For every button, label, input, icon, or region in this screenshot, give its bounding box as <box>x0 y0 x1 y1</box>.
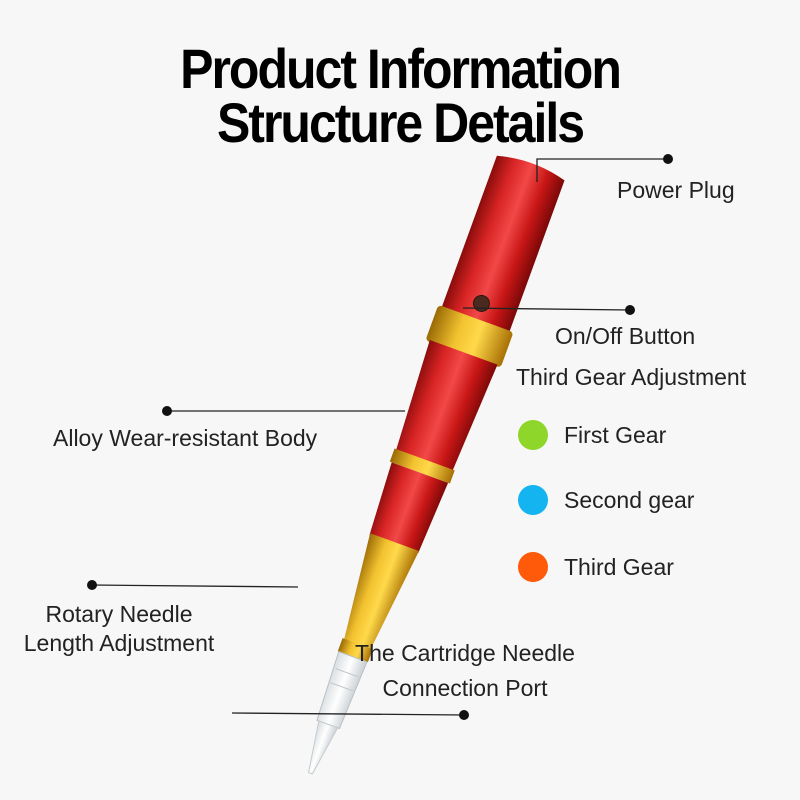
pen-needle <box>307 720 339 775</box>
pen-gold-band-lower <box>389 448 455 484</box>
label-alloy-body: Alloy Wear-resistant Body <box>53 425 318 451</box>
gear-dot-second <box>518 485 548 515</box>
pen-upper-barrel <box>441 155 565 333</box>
label-gear-adjustment: Third Gear Adjustment <box>516 364 747 390</box>
pen-gold-tip <box>343 533 419 651</box>
label-cartridge-line-2: Connection Port <box>382 674 548 701</box>
label-power-plug: Power Plug <box>617 177 735 203</box>
pen-gold-ring-upper <box>426 305 513 367</box>
gear-dot-third <box>518 552 548 582</box>
title-line-2: Structure Details <box>216 91 585 155</box>
gear-label-third: Third Gear <box>564 554 674 580</box>
title-line-1: Product Information <box>180 37 622 101</box>
pen-middle-barrel <box>395 339 498 472</box>
pen-cartridge <box>316 650 368 730</box>
pen-lower-barrel <box>369 462 449 553</box>
gear-dot-first <box>518 420 548 450</box>
callout-dots <box>87 154 673 720</box>
gear-label-second: Second gear <box>564 487 695 513</box>
pen-tip-ring <box>337 638 373 663</box>
label-cartridge-line-1: The Cartridge Needle <box>355 640 575 666</box>
power-button-dot <box>472 294 490 312</box>
label-rotary-line-1: Rotary Needle <box>45 601 193 627</box>
label-cartridge-port: The Cartridge Needle Connection Port <box>340 636 590 705</box>
label-on-off-button: On/Off Button <box>555 323 696 349</box>
callout-lines <box>91 158 668 716</box>
gear-label-first: First Gear <box>564 422 667 448</box>
label-rotary-needle: Rotary Needle Length Adjustment <box>14 600 224 658</box>
label-rotary-line-2: Length Adjustment <box>23 629 215 656</box>
